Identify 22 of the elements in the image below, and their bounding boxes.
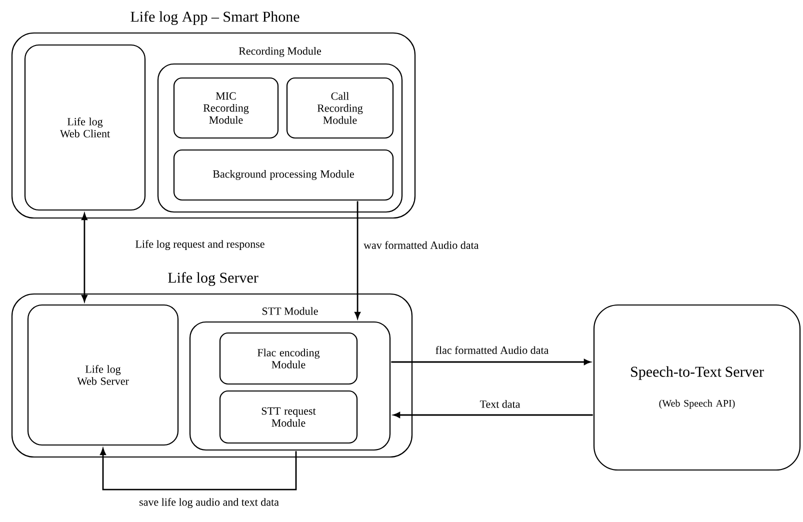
edge-label: Life log request and response <box>134 238 266 252</box>
module-box: MIC Recording Module <box>173 77 279 139</box>
box-heading: Recording Module <box>238 47 322 57</box>
arrow <box>82 213 88 302</box>
module-box: Flac encoding Module <box>219 332 358 385</box>
box-heading: Life log App – Smart Phone <box>130 11 300 25</box>
module-box: Speech-to-Text Server (Web Speech API) <box>593 304 801 471</box>
box-heading: Life log Server <box>168 272 258 286</box>
module-box: Life log Web Server <box>27 304 179 446</box>
edge-label: Text data <box>478 399 522 409</box>
module-box: STT request Module <box>219 390 358 444</box>
arrow <box>354 201 361 319</box>
box-heading: STT Module <box>262 307 318 315</box>
module-box: Call Recording Module <box>286 77 394 139</box>
arrow <box>391 359 591 365</box>
module-box: Life log Web Client <box>24 44 146 211</box>
edge-label: save life log audio and text data <box>138 496 280 510</box>
arrow <box>100 448 297 490</box>
arrow <box>393 412 593 418</box>
edge-label: wav formatted Audio data <box>362 240 480 250</box>
edge-label: flac formatted Audio data <box>434 345 550 355</box>
module-box: Background processing Module <box>173 149 394 201</box>
